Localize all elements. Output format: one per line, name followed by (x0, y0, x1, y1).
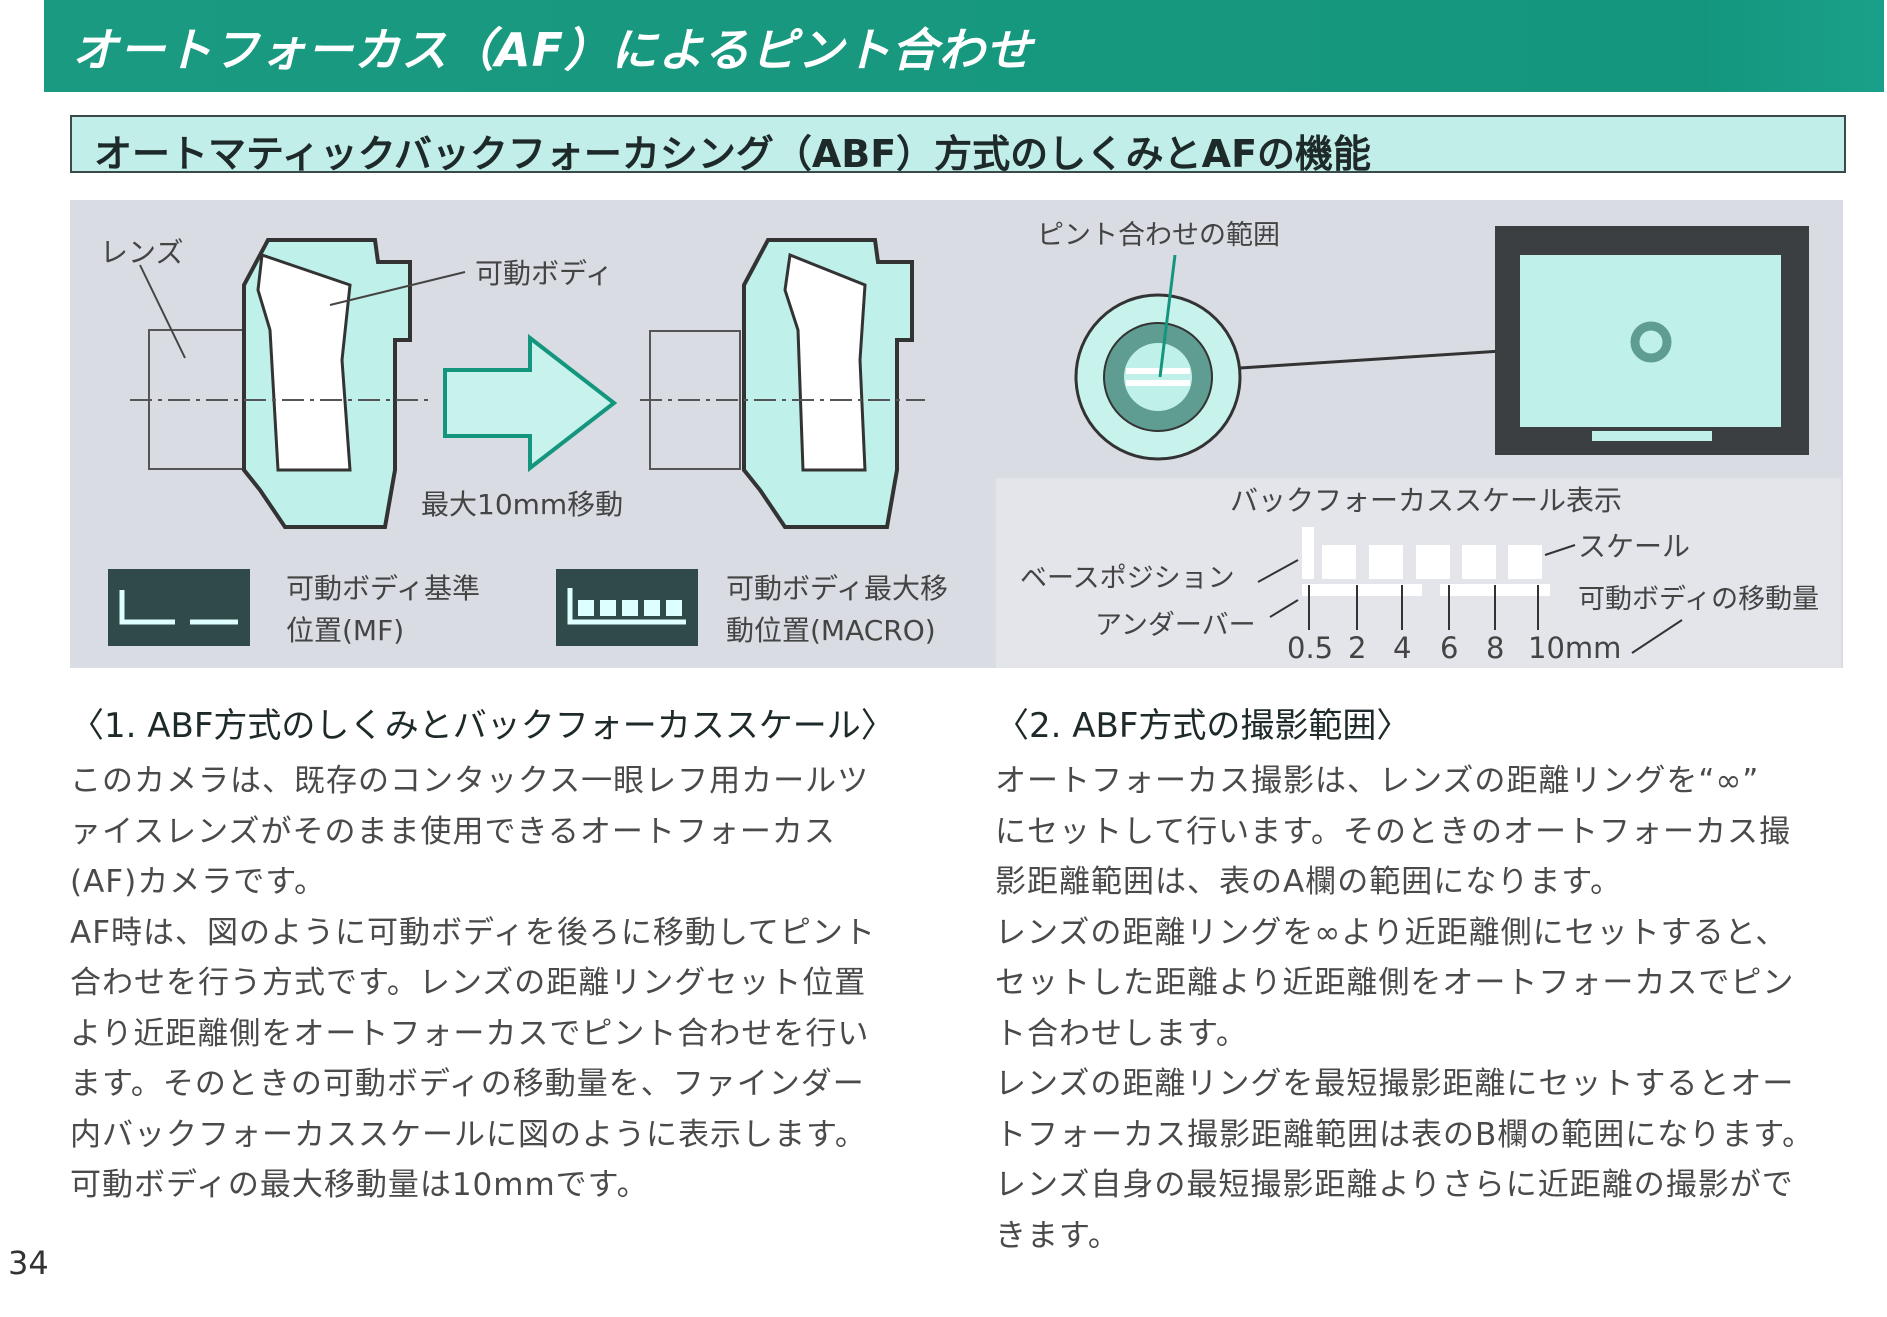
movable-body-label: 可動ボディ (475, 257, 613, 290)
focus-range-label: ピント合わせの範囲 (1037, 220, 1280, 251)
body-line: ます。そのときの可動ボディの移動量を、ファインダー (70, 1066, 865, 1102)
back-focus-scale (1302, 527, 1550, 596)
body-travel-label: 可動ボディの移動量 (1578, 584, 1819, 615)
focus-circle (1074, 254, 1641, 461)
section-2-heading: 〈2. ABF方式の撮影範囲〉 (995, 706, 1411, 746)
page-title: オートフォーカス（AF）によるピント合わせ (72, 23, 1033, 77)
scale-tick-labels: 0.5 2 4 6 8 10mm (1287, 631, 1621, 665)
body-line: 内バックフォーカススケールに図のように表示します。 (70, 1116, 867, 1153)
section-title-box: オートマティックバックフォーカシング（ABF）方式のしくみとAFの機能 (70, 115, 1846, 176)
body-line: 影距離範囲は、表のA欄の範囲になります。 (995, 864, 1623, 900)
camera-body-mf (130, 238, 466, 529)
arrow-right-icon (443, 333, 618, 473)
section-2: 〈2. ABF方式の撮影範囲〉 オートフォーカス撮影は、レンズの距離リングを“∞… (995, 700, 1855, 1261)
tick-label: 8 (1486, 631, 1504, 665)
scale-title: バックフォーカススケール表示 (1230, 484, 1622, 517)
section-1-heading: 〈1. ABF方式のしくみとバックフォーカススケール〉 (70, 706, 895, 746)
body-line: 可動ボディの最大移動量は10mmです。 (70, 1167, 649, 1203)
body-line: ト合わせします。 (995, 1015, 1248, 1052)
display-macro-label: 可動ボディ最大移 (726, 572, 948, 605)
body-line: 合わせを行う方式です。レンズの距離リングセット位置 (70, 965, 867, 1001)
body-line: オートフォーカス撮影は、レンズの距離リングを“∞” (995, 763, 1760, 799)
body-line: より近距離側をオートフォーカスでピント合わせを行い (70, 1015, 870, 1052)
display-mf (108, 569, 250, 646)
base-position-label: ベースポジション (1020, 563, 1235, 594)
display-macro-label-2: 動位置(MACRO) (726, 614, 936, 647)
section-title: オートマティックバックフォーカシング（ABF）方式のしくみとAFの機能 (94, 132, 1372, 176)
viewfinder (1495, 226, 1809, 455)
body-line: レンズの距離リングを最短撮影距離にセットするとオー (995, 1066, 1795, 1102)
body-line: (AF)カメラです。 (70, 864, 327, 900)
tick-label: 6 (1440, 631, 1458, 665)
tick-label: 4 (1393, 631, 1411, 665)
body-line: このカメラは、既存のコンタックス一眼レフ用カールツ (70, 763, 870, 799)
body-line: きます。 (995, 1217, 1120, 1254)
camera-body-macro (640, 238, 925, 529)
body-line: にセットして行います。そのときのオートフォーカス撮 (995, 813, 1791, 850)
header-bar: オートフォーカス（AF）によるピント合わせ (44, 0, 1884, 92)
body-line: トフォーカス撮影距離範囲は表のB欄の範囲になります。 (995, 1116, 1815, 1153)
body-line: セットした距離より近距離側をオートフォーカスでピン (995, 965, 1795, 1001)
underbar-label: アンダーバー (1095, 610, 1256, 641)
display-mf-label: 可動ボディ基準 (286, 572, 480, 605)
body-line: レンズの距離リングを∞より近距離側にセットすると、 (995, 914, 1788, 951)
body-line: AF時は、図のように可動ボディを後ろに移動してピント (70, 914, 876, 951)
body-line: ァイスレンズがそのまま使用できるオートフォーカス (70, 813, 836, 850)
lens-label: レンズ (100, 236, 183, 269)
abf-diagram: レンズ 可動ボディ 最大10mm移動 可動ボディ基準 位置(MF) 可動ボディ最… (70, 200, 1843, 668)
body-line: レンズ自身の最短撮影距離よりさらに近距離の撮影がで (995, 1167, 1794, 1203)
scale-ticks (1257, 544, 1683, 654)
max-move-label: 最大10mm移動 (421, 488, 623, 521)
tick-label: 2 (1348, 631, 1366, 665)
scale-label: スケール (1578, 530, 1690, 563)
tick-label: 0.5 (1287, 631, 1333, 665)
page-number: 34 (8, 1244, 49, 1282)
tick-label: 10mm (1528, 631, 1621, 665)
display-mf-label-2: 位置(MF) (286, 614, 404, 647)
section-1: 〈1. ABF方式のしくみとバックフォーカススケール〉 このカメラは、既存のコン… (70, 700, 930, 1211)
display-macro (556, 569, 698, 646)
